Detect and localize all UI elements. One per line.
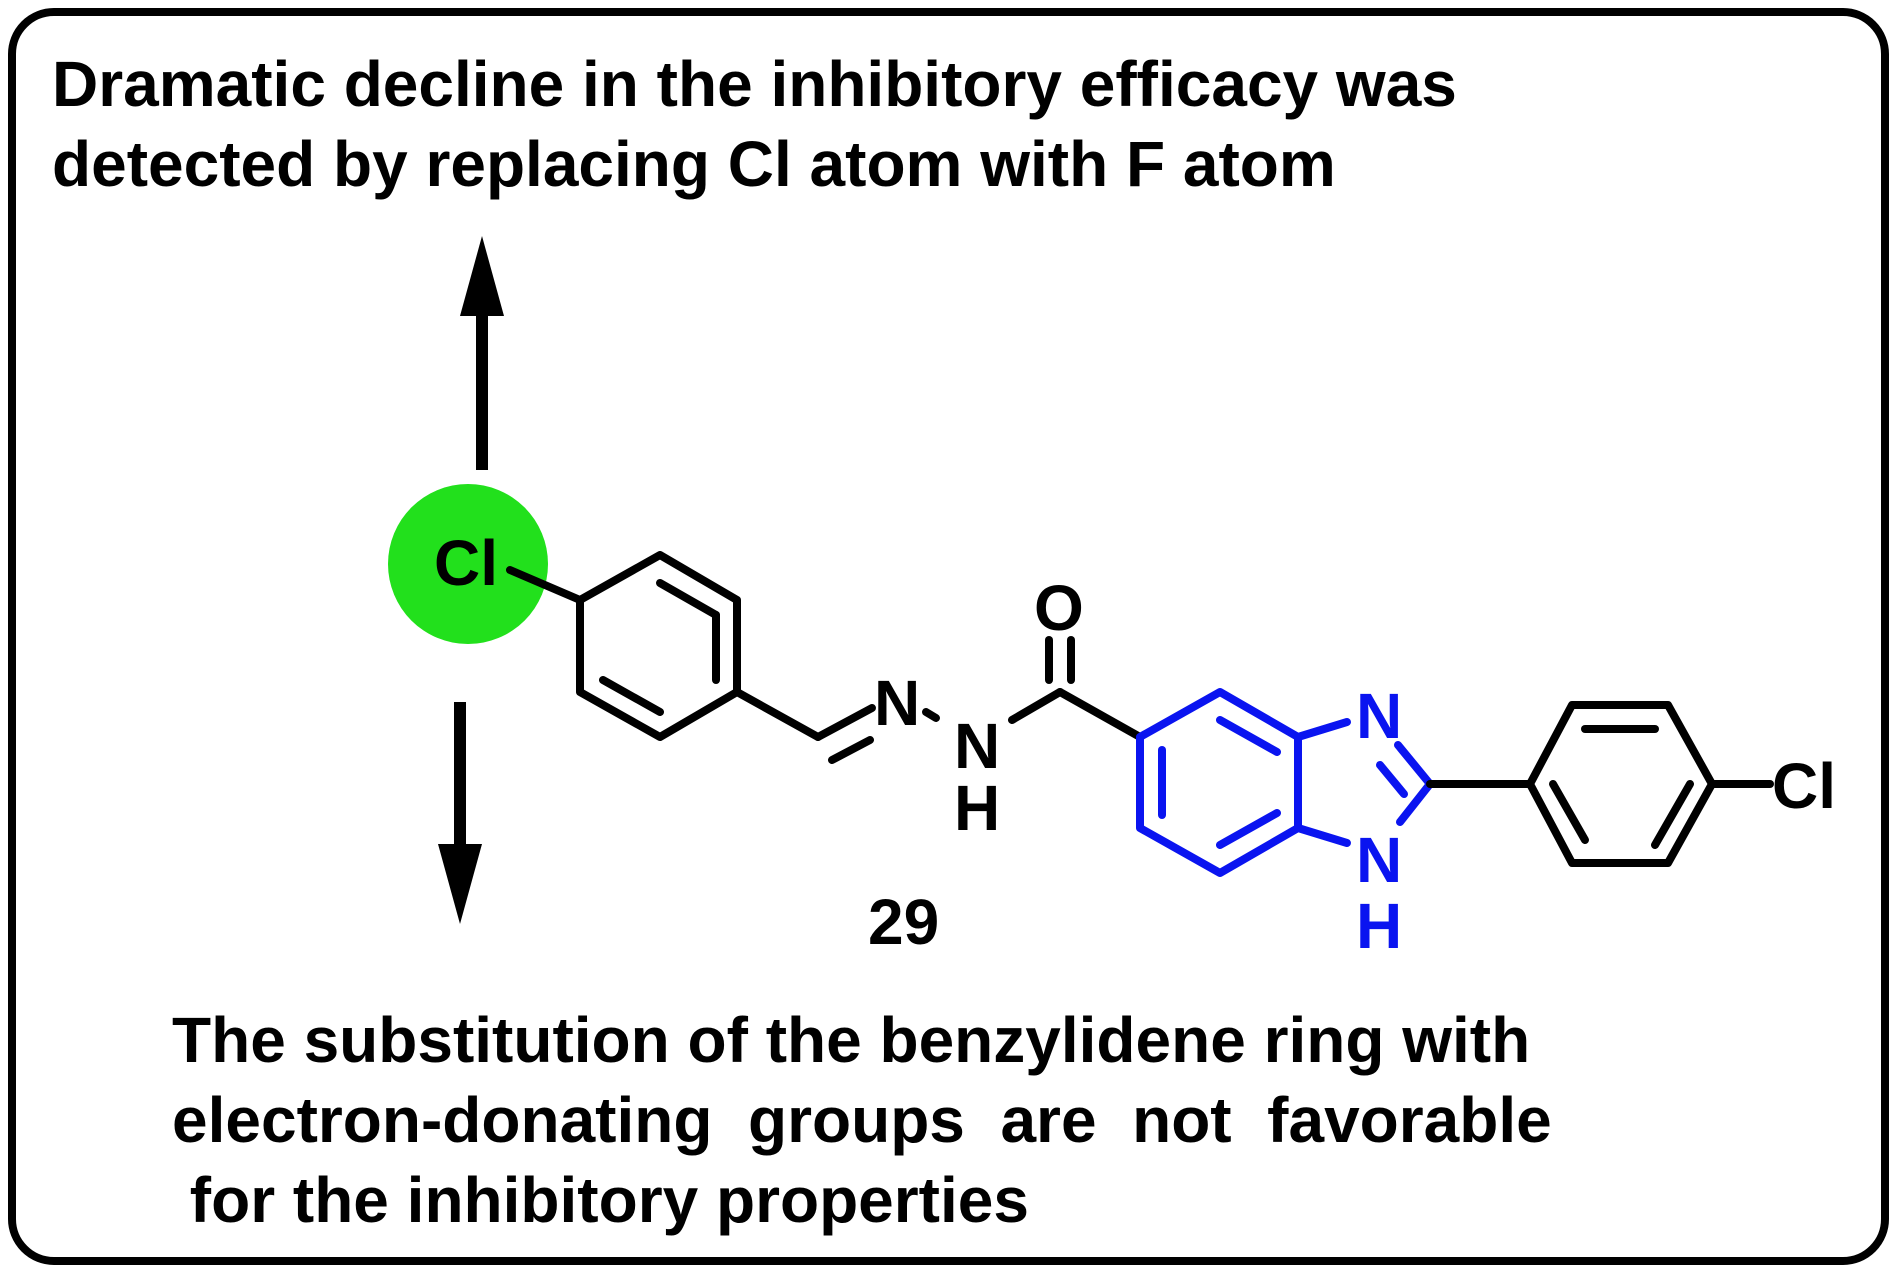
- imine-nitrogen-atom: N: [874, 667, 920, 739]
- benzimidazole-core: [1136, 688, 1434, 877]
- bottom-annotation-line-1: The substitution of the benzylidene ring…: [172, 1004, 1530, 1076]
- imidazole-nh-hydrogen-atom: H: [1356, 890, 1402, 962]
- top-annotation-line-1: Dramatic decline in the inhibitory effic…: [52, 48, 1457, 120]
- top-annotation-line-2: detected by replacing Cl atom with F ato…: [52, 128, 1336, 200]
- down-arrow: [438, 702, 482, 924]
- imidazole-nitrogen-atom: N: [1356, 680, 1402, 752]
- chlorine-atom-highlighted: Cl: [434, 527, 498, 599]
- up-arrow: [460, 236, 504, 470]
- chlorine-atom-right: Cl: [1772, 750, 1836, 822]
- amide-hydrogen-atom: H: [954, 772, 1000, 844]
- chlorine-highlight-circle: [388, 484, 548, 644]
- compound-number: 29: [868, 886, 939, 958]
- amide-nitrogen-atom: N: [954, 710, 1000, 782]
- bottom-annotation-line-2: electron-donating groups are not favorab…: [172, 1084, 1552, 1156]
- bottom-annotation-line-3: for the inhibitory properties: [172, 1164, 1029, 1236]
- imidazole-nh-nitrogen-atom: N: [1356, 824, 1402, 896]
- c-cl-bond-left: [506, 566, 584, 604]
- hydrazone-linker: [733, 636, 1144, 764]
- oxygen-atom: O: [1034, 572, 1084, 644]
